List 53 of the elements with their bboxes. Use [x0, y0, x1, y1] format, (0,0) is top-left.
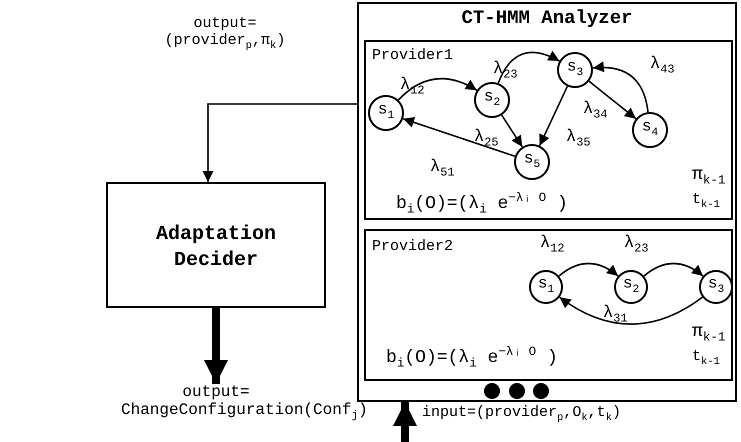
box-heading: Provider1: [372, 48, 454, 64]
state-circle: [632, 112, 668, 148]
edge-label: λ$_{31}$: [603, 304, 628, 326]
arrow: [498, 51, 560, 84]
symbol-text: t$_{k-1}$: [692, 349, 720, 369]
formula-text: b$_{i}$(O)=(λ$_{i}$ e$^{−λᵢ O}$ ): [386, 346, 558, 372]
analyzer-box: [357, 2, 737, 402]
arrow: [501, 114, 523, 148]
edge-label: λ$_{43}$: [650, 55, 674, 78]
state-label: s$_{2}$: [622, 276, 640, 296]
symbol-text: t$_{k-1}$: [692, 192, 720, 212]
arrow: [402, 117, 516, 158]
state-circle: [699, 270, 733, 304]
state-label: s$_{1}$: [376, 102, 396, 122]
state-circle: [368, 95, 404, 131]
box-heading: Provider2: [372, 239, 454, 256]
arrow: [398, 78, 478, 101]
edge-label: λ$_{23}$: [624, 234, 648, 256]
output-text: output= ChangeConfiguration(Conf$_{j}$): [120, 384, 369, 422]
arrow: [202, 103, 357, 182]
state-label: s$_{1}$: [536, 276, 556, 296]
edge-label: λ$_{23}$: [493, 60, 518, 82]
state-circle: [614, 270, 648, 304]
edge-label: input=(provider$_{p}$,O$_{k}$,t$_{k}$): [422, 404, 622, 424]
state-circle: [514, 144, 550, 180]
symbol-text: π$_{k-1}$: [692, 166, 726, 188]
state-circle: [557, 52, 593, 88]
state-label: s$_{2}$: [482, 88, 502, 110]
edge-label: λ$_{35}$: [566, 128, 590, 150]
state-label: s$_{4}$: [640, 118, 660, 140]
arrow: [558, 262, 619, 277]
formula-text: b$_{i}$(O)=(λ$_{i}$ e$^{−λᵢ O}$ ): [396, 192, 568, 218]
arrow: [204, 308, 228, 384]
arrow: [538, 86, 568, 146]
title-text: CT-HMM Analyzer: [460, 8, 634, 29]
state-label: s$_{3}$: [706, 276, 726, 296]
process-box: [106, 182, 326, 308]
state-circle: [474, 82, 510, 118]
arrow: [643, 262, 704, 277]
arrow: [592, 62, 649, 112]
state-label: s$_{3}$: [566, 58, 584, 80]
state-circle: [529, 270, 563, 304]
provider-box: [364, 229, 733, 381]
provider-box: [364, 40, 733, 220]
edge-label: λ$_{51}$: [430, 158, 454, 180]
symbol-text: π$_{k-1}$: [692, 323, 726, 346]
edge-label: λ$_{34}$: [583, 100, 608, 122]
arrow: [588, 80, 636, 120]
arrow: [559, 296, 703, 325]
edge-label: λ$_{25}$: [474, 128, 498, 150]
edge-label: λ$_{12}$: [540, 234, 564, 256]
state-label: s$_{5}$: [522, 150, 542, 172]
box-label: Adaptation Decider: [154, 222, 278, 274]
